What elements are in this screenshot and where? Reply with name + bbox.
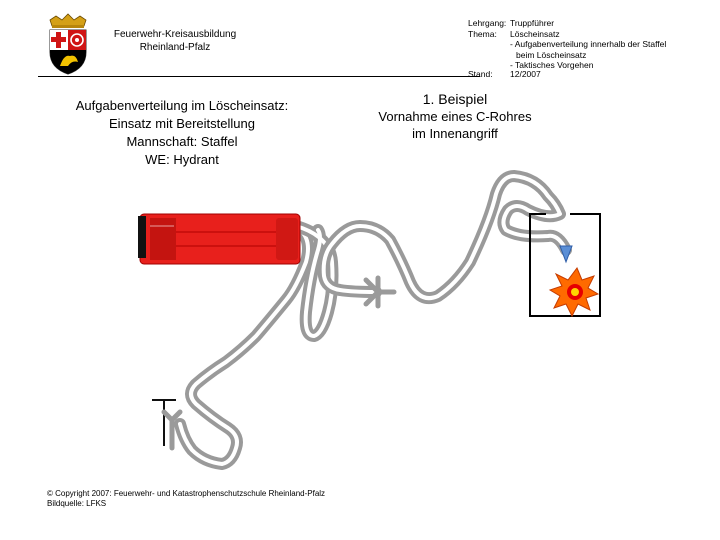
example-heading: 1. Beispiel bbox=[422, 91, 488, 107]
course-row: Lehrgang: Truppführer bbox=[468, 18, 666, 29]
topic-item1: - Aufgabenverteilung innerhalb der Staff… bbox=[510, 39, 667, 50]
image-source: Bildquelle: LFKS bbox=[47, 499, 107, 509]
title-line3: Mannschaft: Staffel bbox=[126, 134, 238, 149]
topic-item2: - Taktisches Vorgehen bbox=[510, 60, 594, 71]
course-label: Lehrgang: bbox=[468, 18, 507, 28]
course-meta: Lehrgang: Truppführer Thema: Löscheinsat… bbox=[468, 18, 666, 71]
slide-title: Aufgabenverteilung im Löscheinsatz: Eins… bbox=[40, 97, 324, 169]
hydrant-icon bbox=[152, 399, 183, 451]
title-line2: Einsatz mit Bereitstellung bbox=[109, 116, 255, 131]
fire-icon bbox=[548, 267, 600, 318]
status-value: 12/2007 bbox=[510, 69, 541, 79]
topic-label: Thema: bbox=[468, 28, 497, 39]
example-line2: im Innenangriff bbox=[412, 126, 498, 141]
topic-item1-cont: beim Löscheinsatz bbox=[516, 49, 587, 60]
organization-line1: Feuerwehr-Kreisausbildung bbox=[113, 29, 237, 40]
footer: © Copyright 2007: Feuerwehr- und Katastr… bbox=[47, 489, 325, 510]
topic-value: Löscheinsatz bbox=[510, 28, 560, 39]
title-line4: WE: Hydrant bbox=[145, 152, 219, 167]
status-label: Stand: bbox=[468, 69, 493, 79]
hose-line bbox=[174, 170, 572, 470]
building-outline bbox=[529, 213, 601, 317]
example-line1: Vornahme eines C-Rohres bbox=[378, 109, 532, 124]
header-divider bbox=[38, 76, 480, 77]
nozzle-icon bbox=[559, 245, 573, 264]
organization-name: Feuerwehr-Kreisausbildung Rheinland-Pfal… bbox=[100, 28, 250, 54]
example-block: 1. Beispiel Vornahme eines C-Rohres im I… bbox=[330, 90, 580, 142]
title-line1: Aufgabenverteilung im Löscheinsatz: bbox=[75, 98, 289, 113]
copyright-text: © Copyright 2007: Feuerwehr- und Katastr… bbox=[47, 489, 326, 498]
topic-row: Thema: Löscheinsatz bbox=[468, 29, 666, 40]
status-row: Stand: 12/2007 bbox=[468, 69, 541, 79]
organization-line2: Rheinland-Pfalz bbox=[139, 42, 211, 53]
fire-truck-icon bbox=[138, 213, 301, 265]
course-value: Truppführer bbox=[510, 18, 555, 28]
hose-distributor-icon bbox=[363, 275, 397, 309]
